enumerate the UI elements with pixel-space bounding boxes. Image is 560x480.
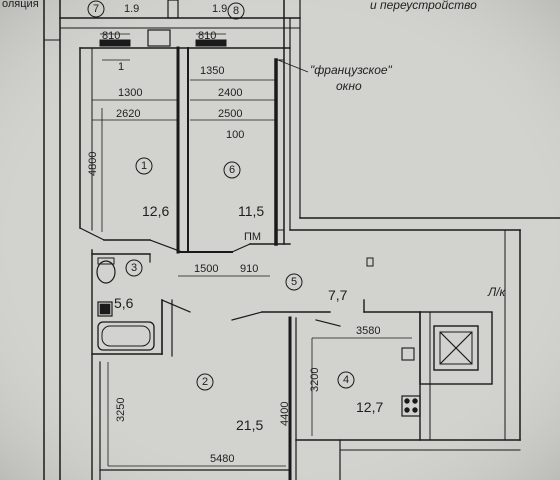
dim-3250: 3250 <box>115 398 127 422</box>
dim-910: 910 <box>240 263 258 275</box>
door-top-left <box>99 39 131 47</box>
shaft-frame <box>419 311 493 385</box>
dim-1-9-right: 1.9 <box>212 3 227 15</box>
room2-door-swing <box>231 311 263 321</box>
room-4-circle <box>337 371 355 389</box>
vent-duct <box>167 0 179 19</box>
room-2-circle <box>196 373 214 391</box>
door-top-left-frame <box>147 29 171 47</box>
dim-4800: 4800 <box>87 152 99 176</box>
room-3-number: 3 <box>131 262 137 274</box>
room-2-area: 21,5 <box>236 417 263 433</box>
room-6-area: 11,5 <box>238 203 264 219</box>
marker-1: 1 <box>118 61 124 73</box>
elevator-shaft-icon <box>433 325 479 371</box>
room-2-number: 2 <box>202 376 208 388</box>
room-4-number: 4 <box>343 374 349 386</box>
corridor-column <box>366 257 374 267</box>
room-6-number: 6 <box>229 164 235 176</box>
window-leader-line <box>277 59 309 73</box>
header-left-text: оляция <box>2 0 39 10</box>
dim-4400: 4400 <box>279 402 291 426</box>
dimension-lines <box>92 33 412 467</box>
dim-1350: 1350 <box>200 65 224 77</box>
window-note-line2: окно <box>336 79 362 93</box>
dim-1-9-left: 1.9 <box>124 3 139 15</box>
toilet-icon <box>96 257 116 284</box>
dim-1300: 1300 <box>118 87 142 99</box>
room-8-circle <box>227 2 245 20</box>
room1-corner <box>79 227 105 241</box>
dim-1500: 1500 <box>194 263 218 275</box>
room-1-area: 12,6 <box>142 203 169 219</box>
room-7-circle <box>87 0 105 18</box>
room-8-number: 8 <box>233 5 239 17</box>
kitchen-sink-icon <box>401 347 415 361</box>
sink-icon <box>97 301 113 317</box>
walls <box>43 0 560 480</box>
door-top-right <box>195 39 227 47</box>
dim-100: 100 <box>226 129 244 141</box>
room4-door-swing <box>315 319 341 327</box>
room-7-number: 7 <box>93 3 99 15</box>
room-3-circle <box>125 259 143 277</box>
room-1-number: 1 <box>141 160 147 172</box>
room-5-circle <box>285 273 303 291</box>
shaft-label: Л/к <box>487 285 507 299</box>
room-5-area: 7,7 <box>328 287 348 303</box>
room-5-number: 5 <box>291 276 297 288</box>
room-6-circle <box>223 161 241 179</box>
pm-label: ПМ <box>244 231 261 243</box>
room-markers <box>87 0 355 391</box>
room6-door-swing <box>231 243 251 253</box>
dim-2400: 2400 <box>218 87 242 99</box>
bath-door-swing <box>161 299 191 313</box>
dim-810-left: 810 <box>102 30 120 42</box>
dim-5480: 5480 <box>210 453 234 465</box>
room-1-circle <box>135 157 153 175</box>
dim-3200: 3200 <box>309 368 321 392</box>
top-doors <box>99 0 227 47</box>
window-note-line1: "французское" <box>310 63 393 77</box>
dim-2620: 2620 <box>116 108 140 120</box>
stove-icon <box>401 395 421 417</box>
dim-3580: 3580 <box>356 325 380 337</box>
dim-810-right: 810 <box>198 30 216 42</box>
room-3-area: 5,6 <box>114 295 134 311</box>
header-right-text: и переустройство <box>370 0 477 12</box>
room-4-area: 12,7 <box>356 399 383 415</box>
bathtub-icon <box>97 321 155 351</box>
dim-2500: 2500 <box>218 108 242 120</box>
